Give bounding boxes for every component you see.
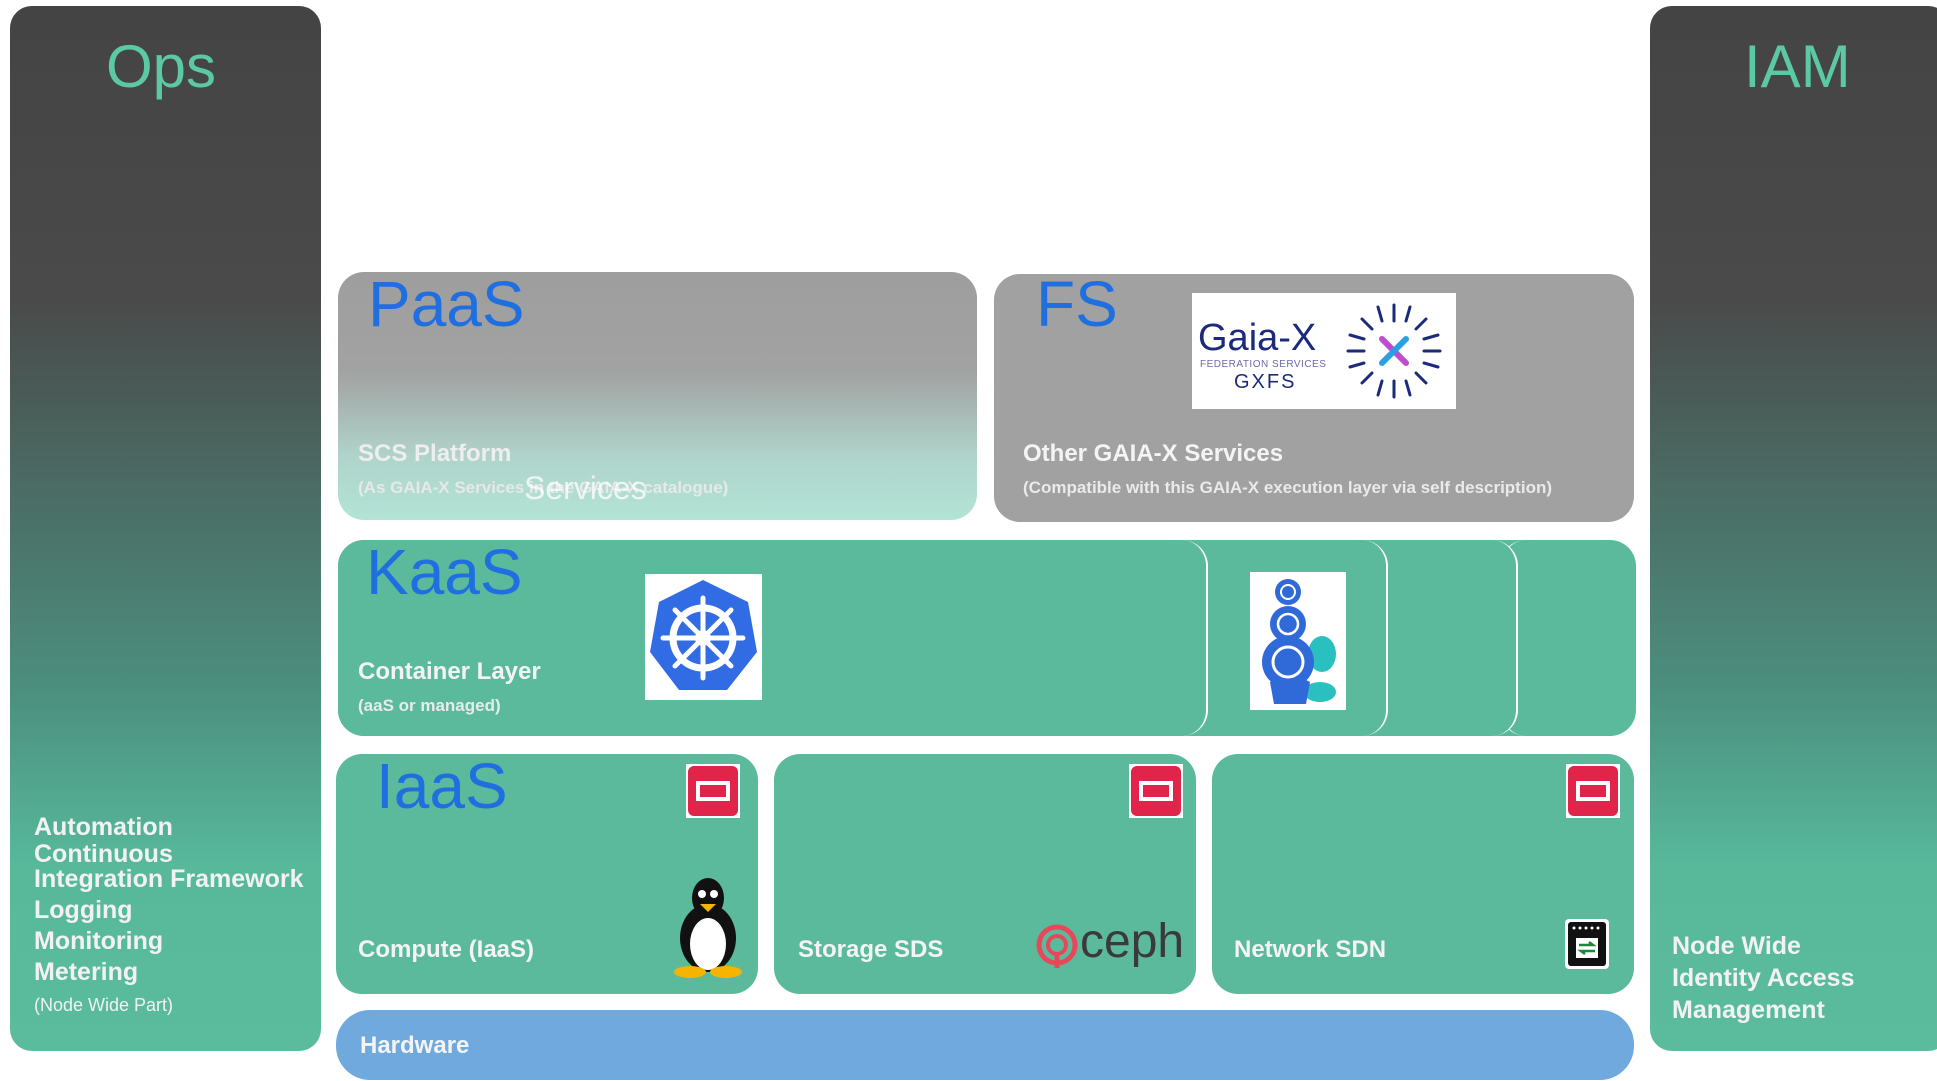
gaia-x-logo-text: Gaia-X [1198, 317, 1317, 359]
ops-item: Continuous [34, 840, 173, 868]
fs-title: FS [1036, 268, 1118, 340]
fs-sub: (Compatible with this GAIA-X execution l… [1023, 478, 1552, 497]
kaas-label: Container Layer [358, 658, 541, 685]
iaas-title: IaaS [376, 750, 508, 822]
ops-note: (Node Wide Part) [34, 995, 174, 1015]
hardware-label: Hardware [360, 1032, 470, 1059]
kaas-section-2 [1194, 540, 1388, 736]
iam-item: Management [1672, 996, 1825, 1024]
openstack-icon [1566, 764, 1620, 823]
tux-icon [670, 876, 746, 983]
fs-label: Other GAIA-X Services [1023, 440, 1284, 467]
kaas-sub: (aaS or managed) [358, 696, 501, 715]
iaas-storage: Storage SDS ceph [774, 754, 1196, 994]
turtle-kubernetes-icon [1250, 572, 1346, 710]
ops-items: Automation Continuous Integration Framew… [34, 812, 304, 1021]
iam-item: Identity Access [1672, 964, 1855, 992]
storage-label: Storage SDS [798, 936, 944, 963]
gaia-x-burst-icon [1346, 303, 1442, 399]
hardware-layer: Hardware [336, 1010, 1634, 1080]
ops-item: Automation [34, 813, 173, 841]
openstack-icon [1129, 764, 1183, 823]
ops-title: Ops [106, 33, 217, 100]
paas-label: SCS Platform [358, 440, 512, 467]
iaas-network: Network SDN [1212, 754, 1634, 994]
gaia-x-logo-abbr: GXFS [1234, 371, 1297, 393]
kaas-section-3 [1372, 540, 1518, 736]
ceph-text: ceph [1080, 915, 1185, 968]
iam-column: IAM Node Wide Identity Access Management [1650, 6, 1937, 1051]
compute-label: Compute (IaaS) [358, 936, 535, 963]
paas-overlay: Services [524, 470, 647, 506]
ops-item: Integration Framework [34, 865, 304, 893]
iaas-compute: IaaS Compute (IaaS) [336, 754, 758, 994]
ceph-icon [1036, 924, 1078, 975]
ops-column: Ops Automation Continuous Integration Fr… [10, 6, 321, 1051]
fs-layer: FS Other GAIA-X Services (Compatible wit… [994, 268, 1634, 522]
gaia-x-logo: Gaia-X FEDERATION SERVICES GXFS [1192, 293, 1456, 409]
kubernetes-icon [645, 574, 762, 700]
iam-items: Node Wide Identity Access Management [1672, 930, 1854, 1026]
paas-sub: (As GAIA-X Services in the GAIA-X catalo… [358, 478, 729, 497]
gaia-x-logo-sub: FEDERATION SERVICES [1200, 359, 1327, 370]
ops-item: Metering [34, 958, 139, 986]
switch-icon [1564, 918, 1610, 975]
ops-item: Monitoring [34, 927, 164, 955]
paas-title: PaaS [368, 268, 525, 340]
kaas-title: KaaS [366, 536, 523, 608]
iam-item: Node Wide [1672, 932, 1801, 960]
ops-item: Logging [34, 896, 133, 924]
openstack-icon [686, 764, 740, 823]
kaas-section-1: KaaS Container Layer (aaS or managed) [338, 540, 1208, 736]
iam-title: IAM [1744, 33, 1851, 100]
network-label: Network SDN [1234, 936, 1387, 963]
paas-layer: PaaS SCS Platform (As GAIA-X Services in… [338, 272, 977, 520]
kaas-section-4 [1500, 540, 1636, 736]
